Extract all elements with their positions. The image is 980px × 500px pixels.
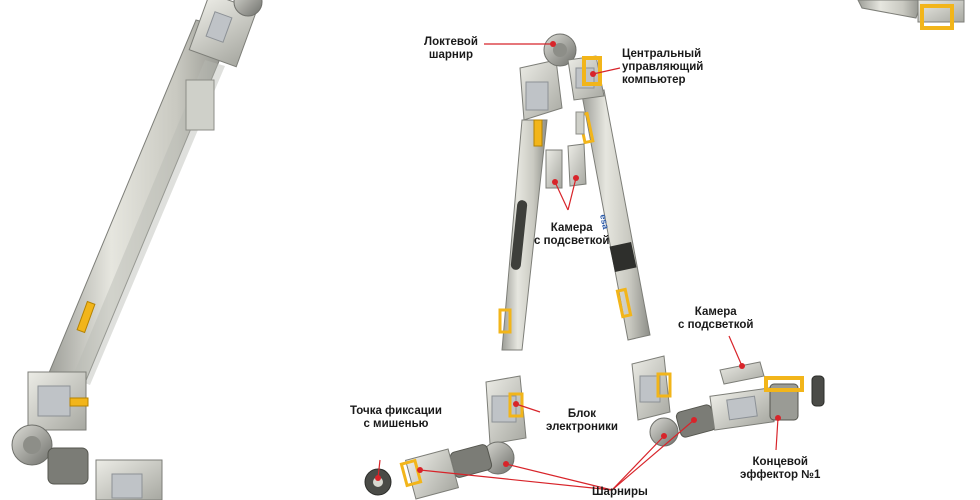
leader-lines	[377, 43, 779, 491]
wrist-assembly	[364, 375, 527, 500]
label-camera-upper-line2: с подсветкой	[534, 235, 610, 247]
label-central-computer-line2: управляющий	[622, 61, 704, 73]
label-end-effector-line1: Концевой	[752, 456, 808, 468]
label-camera-lower-line2: с подсветкой	[678, 319, 754, 331]
label-camera-lower-line1: Камера	[694, 306, 737, 318]
label-central-computer-line1: Центральный	[622, 48, 702, 60]
label-fixation-line1: Точка фиксации	[350, 405, 442, 417]
label-camera-light-lower: Камера с подсветкой	[678, 306, 753, 332]
label-elbow-joint: Локтевой шарнир	[424, 36, 478, 62]
label-electronics-unit: Блок электроники	[546, 408, 618, 434]
top-right-fragment	[857, 0, 965, 30]
label-fixation-line2: с мишенью	[363, 418, 429, 430]
label-end-effector: Концевой эффектор №1	[740, 456, 820, 482]
label-central-computer-line3: компьютер	[622, 74, 686, 86]
label-camera-light-upper: Камера с подсветкой	[534, 222, 609, 248]
label-elbow-joint-line2: шарнир	[428, 49, 473, 61]
esa-logo-icon: esa	[598, 213, 611, 231]
label-fixation-point: Точка фиксации с мишенью	[350, 405, 442, 431]
label-camera-upper-line1: Камера	[550, 222, 593, 234]
label-end-effector-line2: эффектор №1	[740, 469, 821, 481]
label-central-computer: Центральный управляющий компьютер	[622, 48, 703, 87]
callout-dots	[375, 41, 781, 481]
label-electronics-line1: Блок	[567, 408, 597, 420]
end-effector-assembly	[631, 355, 825, 447]
label-joints-line1: Шарниры	[592, 486, 648, 498]
left-arm	[11, 0, 263, 500]
label-joints: Шарниры	[592, 486, 648, 499]
label-electronics-line2: электроники	[546, 421, 618, 433]
label-elbow-joint-line1: Локтевой	[424, 36, 478, 48]
